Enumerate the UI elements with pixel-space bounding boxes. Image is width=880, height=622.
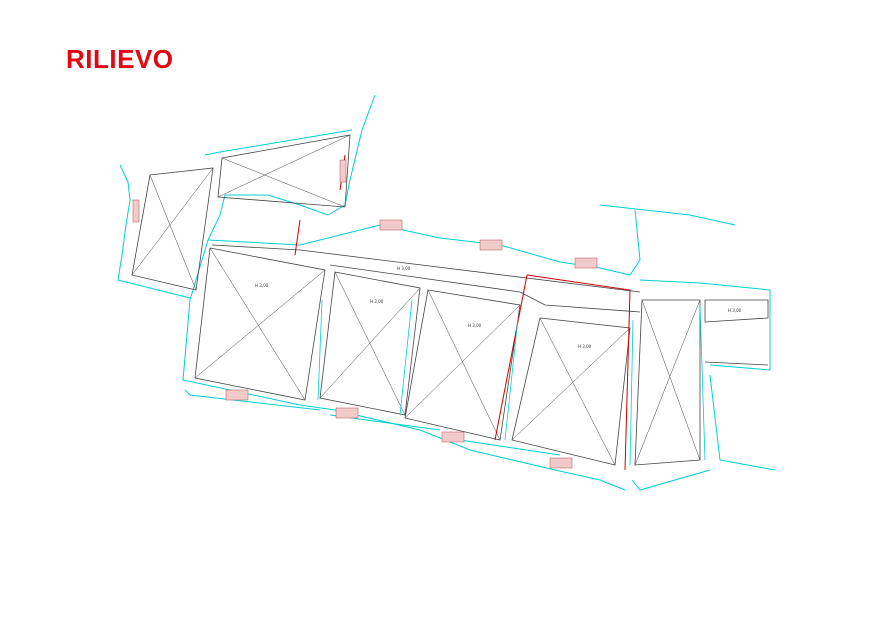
openings [132, 159, 598, 469]
room-height-label: H 3,00 [578, 344, 592, 349]
walls [131, 134, 769, 466]
drawing-title: RILIEVO [66, 44, 174, 74]
wall-finishes [317, 299, 706, 466]
room-height-label: H 3,00 [468, 323, 482, 328]
building-outline [117, 94, 776, 491]
room-height-label: H 3,00 [370, 299, 384, 304]
room-height-label: H 3,00 [728, 308, 742, 313]
room-height-label: H 3,00 [255, 283, 269, 288]
demolition-lines [294, 154, 631, 471]
room-height-label: H 3,00 [397, 266, 411, 271]
